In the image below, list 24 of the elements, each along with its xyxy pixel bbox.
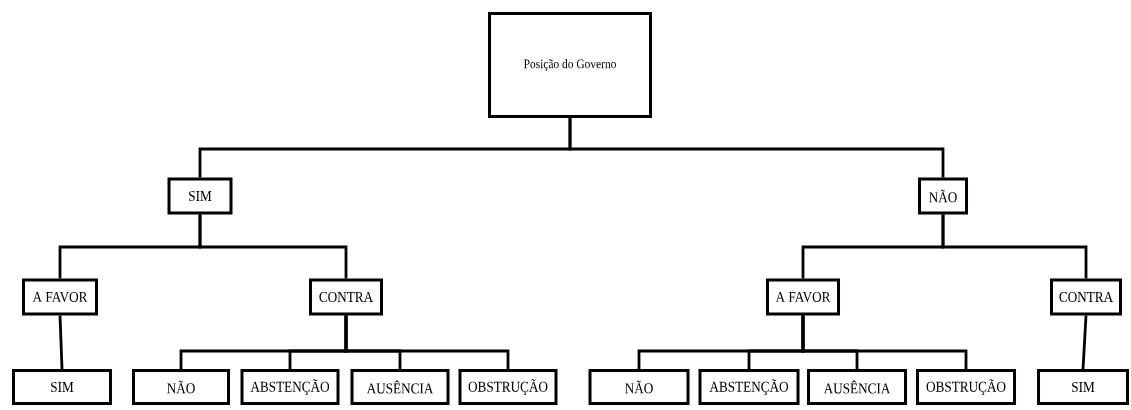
category-box: SIM [12, 369, 112, 405]
category-box: NÃO [132, 369, 230, 405]
category-box: ABSTENÇÃO [698, 369, 800, 405]
connector-line [58, 315, 64, 370]
category-box: ABSTENÇÃO [240, 369, 340, 405]
connector-line [941, 214, 1088, 279]
connector-line [198, 214, 348, 279]
title-box: Posição do Governo [488, 12, 652, 118]
category-box: CONTRA [309, 278, 383, 316]
category-box: OBSTRUÇÃO [458, 369, 558, 405]
category-box: AUSÊNCIA [807, 369, 907, 405]
category-box: CONTRA [1050, 278, 1122, 316]
connector-line [344, 315, 510, 369]
category-box: NÃO [918, 177, 968, 215]
connector-line [801, 315, 968, 369]
connector-line [1081, 315, 1088, 370]
connector-line [568, 118, 945, 178]
category-box: SIM [167, 177, 233, 215]
category-box: AUSÊNCIA [350, 369, 450, 405]
category-box: A FAVOR [766, 278, 840, 316]
category-box: A FAVOR [22, 278, 98, 316]
category-box: OBSTRUÇÃO [916, 369, 1016, 405]
category-box: NÃO [588, 369, 690, 405]
category-box: SIM [1037, 369, 1129, 405]
